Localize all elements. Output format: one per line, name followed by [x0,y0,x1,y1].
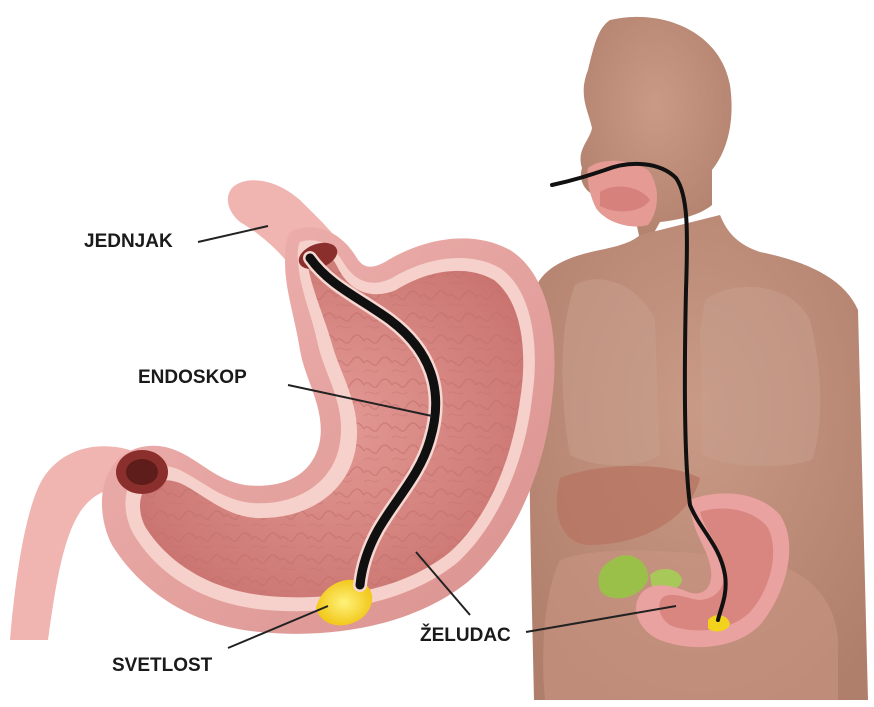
human-torso [529,17,868,700]
label-endoscope: ENDOSKOP [138,367,247,388]
leader-esophagus [198,226,268,242]
right-lung [700,287,820,466]
label-stomach: ŽELUDAC [420,624,511,646]
label-esophagus: JEDNJAK [84,231,173,252]
label-light: SVETLOST [112,655,213,676]
left-lung [562,279,660,465]
